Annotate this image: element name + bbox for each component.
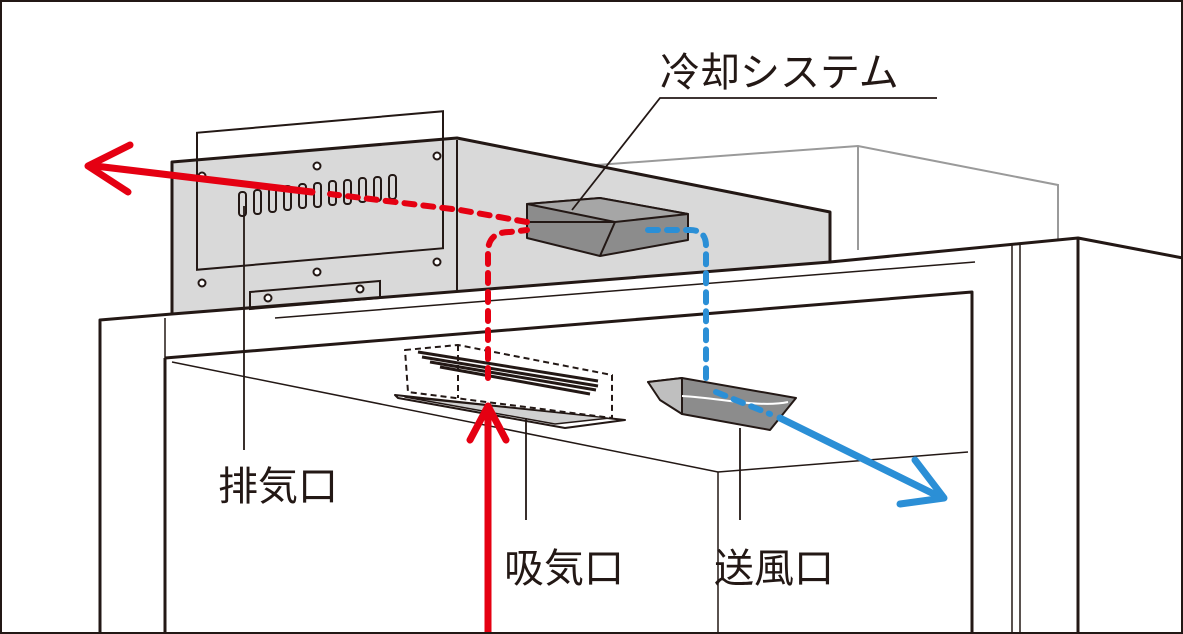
leader-lines bbox=[243, 97, 937, 520]
outlet-dashed-path bbox=[713, 389, 773, 417]
exhaust-airflow-line bbox=[91, 162, 316, 196]
label-exhaust: 排気口 bbox=[218, 464, 338, 510]
leader-cooling-system bbox=[571, 97, 937, 211]
label-cooling-system: 冷却システム bbox=[660, 50, 899, 96]
exhaust-arrowhead bbox=[84, 141, 134, 196]
label-outlet: 送風口 bbox=[714, 546, 834, 592]
cooling-system-unit bbox=[526, 197, 689, 257]
outlet-airflow-line bbox=[776, 414, 942, 500]
intake-grille bbox=[394, 344, 626, 429]
hot-air-flow bbox=[84, 141, 530, 634]
outlet-louver bbox=[647, 377, 797, 431]
lower-plate bbox=[249, 279, 381, 311]
label-intake: 吸気口 bbox=[504, 546, 624, 592]
supply-duct-path bbox=[645, 227, 709, 381]
exhaust-duct-path bbox=[327, 191, 530, 225]
room-structure bbox=[98, 236, 1183, 634]
outlet-arrowhead bbox=[896, 456, 948, 508]
intake-duct-path bbox=[485, 227, 530, 381]
cool-air-flow bbox=[645, 227, 948, 508]
intake-slats bbox=[417, 350, 599, 396]
side-panel bbox=[196, 110, 444, 271]
intake-arrowhead bbox=[466, 402, 510, 444]
cooling-housing bbox=[170, 110, 832, 316]
